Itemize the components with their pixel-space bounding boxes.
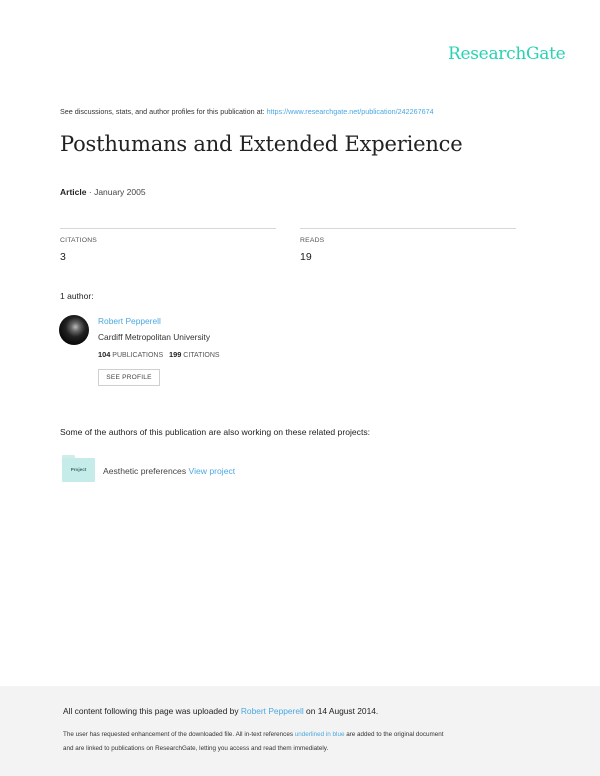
- upload-suffix: on 14 August 2014.: [306, 706, 379, 716]
- see-discussions-text: See discussions, stats, and author profi…: [60, 107, 265, 116]
- view-project-link[interactable]: View project: [188, 466, 236, 476]
- related-projects-heading: Some of the authors of this publication …: [60, 427, 371, 437]
- see-discussions-line: See discussions, stats, and author profi…: [60, 107, 434, 116]
- author-citations-count: 199: [168, 350, 182, 359]
- publication-type: Article: [60, 187, 87, 197]
- note-suffix: are added to the original document: [346, 731, 444, 738]
- see-profile-button[interactable]: SEE PROFILE: [98, 369, 160, 386]
- enhancement-note-line2: and are linked to publications on Resear…: [63, 745, 329, 752]
- project-name: Aesthetic preferences: [103, 466, 187, 476]
- publication-url-link[interactable]: https://www.researchgate.net/publication…: [266, 107, 434, 116]
- author-citations-label: CITATIONS: [183, 352, 220, 359]
- upload-info: All content following this page was uplo…: [63, 706, 378, 716]
- folder-tab: [62, 455, 75, 459]
- reads-divider: [300, 228, 516, 229]
- enhancement-note-line1: The user has requested enhancement of th…: [63, 731, 444, 738]
- project-item: Aesthetic preferences View project: [103, 466, 235, 476]
- author-stats: 104 PUBLICATIONS 199 CITATIONS: [98, 350, 220, 359]
- publication-title: Posthumans and Extended Experience: [60, 132, 463, 156]
- publication-meta: Article · January 2005: [60, 187, 146, 197]
- uploader-link[interactable]: Robert Pepperell: [240, 706, 304, 716]
- project-folder-icon[interactable]: Project: [62, 455, 95, 482]
- underlined-in-blue-link[interactable]: underlined in blue: [294, 731, 345, 738]
- author-avatar[interactable]: [59, 315, 89, 345]
- authors-count: 1 author:: [60, 291, 94, 301]
- note-prefix: The user has requested enhancement of th…: [63, 731, 293, 738]
- publication-date: January 2005: [94, 187, 146, 197]
- author-name-link[interactable]: Robert Pepperell: [98, 316, 161, 326]
- citations-label: CITATIONS: [60, 237, 98, 244]
- folder-label: Project: [62, 458, 95, 482]
- upload-prefix: All content following this page was uplo…: [63, 706, 239, 716]
- meta-separator: ·: [88, 187, 92, 197]
- reads-value: 19: [300, 251, 312, 263]
- reads-label: READS: [300, 237, 325, 244]
- footer-panel: [0, 686, 600, 776]
- author-publications-label: PUBLICATIONS: [112, 352, 164, 359]
- citations-divider: [60, 228, 276, 229]
- author-institution: Cardiff Metropolitan University: [98, 332, 211, 342]
- author-publications-count: 104: [98, 350, 111, 359]
- researchgate-logo[interactable]: ResearchGate: [448, 44, 566, 64]
- citations-value: 3: [60, 251, 66, 263]
